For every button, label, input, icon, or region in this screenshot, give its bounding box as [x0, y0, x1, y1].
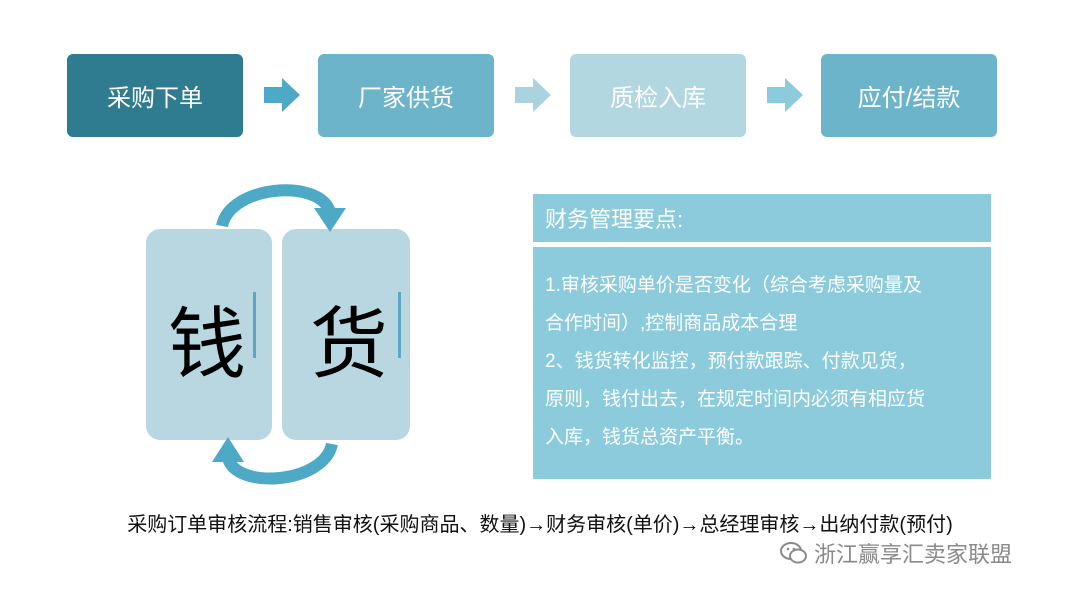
flow-step-payment-settlement: 应付/结款 — [821, 54, 997, 137]
watermark-text: 浙江赢享汇卖家联盟 — [814, 542, 1013, 567]
goods-divider-mark — [398, 292, 401, 358]
key-points-body: 1.审核采购单价是否变化（综合考虑采购量及 合作时间）,控制商品成本合理 2、钱… — [533, 247, 991, 479]
key-points-title-text: 财务管理要点: — [545, 207, 684, 232]
key-point-line: 原则，钱付出去，在规定时间内必须有相应货 — [545, 389, 926, 410]
flow-step-label: 应付/结款 — [857, 85, 961, 112]
key-point-line: 2、钱货转化监控，预付款跟踪、付款见货， — [545, 351, 917, 372]
flow-step-label: 厂家供货 — [358, 85, 454, 112]
approval-process-text: 采购订单审核流程:销售审核(采购商品、数量)→财务审核(单价)→总经理审核→出纳… — [127, 514, 953, 536]
goods-panel — [282, 229, 410, 440]
key-point-line: 合作时间）,控制商品成本合理 — [545, 313, 798, 334]
flow-step-inspection-storage: 质检入库 — [570, 54, 746, 137]
goods-char: 货 — [310, 300, 389, 390]
wechat-icon — [780, 542, 807, 564]
right-arrow-icon — [767, 78, 803, 112]
key-point-line: 1.审核采购单价是否变化（综合考虑采购量及 — [545, 275, 922, 296]
money-panel — [146, 229, 272, 440]
flow-step-supplier-delivery: 厂家供货 — [318, 54, 494, 137]
money-divider-mark — [253, 292, 256, 358]
key-points-title: 财务管理要点: — [533, 194, 991, 242]
flow-step-label: 采购下单 — [107, 85, 203, 112]
right-arrow-icon — [515, 78, 551, 112]
flow-step-purchase-order: 采购下单 — [67, 54, 243, 137]
key-point-line: 入库，钱货总资产平衡。 — [545, 427, 755, 448]
right-arrow-icon — [264, 78, 300, 112]
watermark: 浙江赢享汇卖家联盟 — [780, 537, 1012, 569]
money-char: 钱 — [168, 300, 247, 390]
flow-step-label: 质检入库 — [610, 85, 706, 112]
